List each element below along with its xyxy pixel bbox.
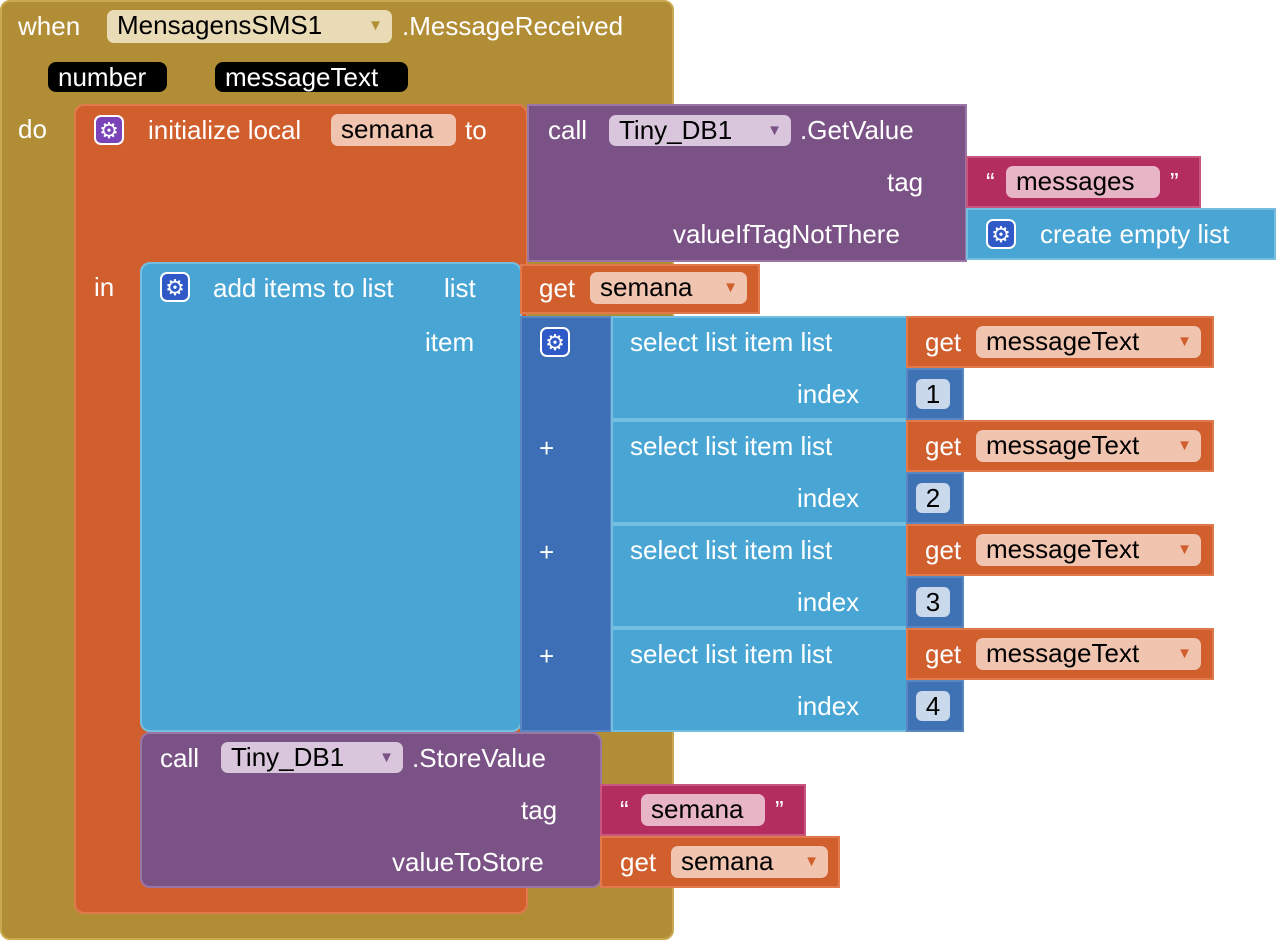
select-list-item-block[interactable]: [611, 628, 909, 732]
add-items-label: add items to list: [213, 273, 394, 303]
index-value[interactable]: 1: [916, 379, 950, 409]
dropdown-arrow-icon: ▼: [1177, 437, 1192, 454]
index-value[interactable]: 4: [916, 691, 950, 721]
get-var-name: semana: [681, 846, 774, 876]
index-value[interactable]: 2: [916, 483, 950, 513]
component-name: MensagensSMS1: [117, 10, 323, 40]
get-var-name: messageText: [986, 638, 1140, 668]
get-label: get: [925, 535, 962, 565]
getvalue-call-label: call: [548, 115, 588, 145]
select-list-item-label: select list item list: [630, 535, 833, 565]
getvalue-default-label: valueIfTagNotThere: [673, 219, 900, 249]
gear-icon[interactable]: ⚙: [986, 219, 1016, 249]
get-label: get: [925, 431, 962, 461]
component-dropdown[interactable]: MensagensSMS1 ▼: [107, 10, 392, 43]
get-var-dropdown[interactable]: messageText ▼: [976, 430, 1201, 462]
param-number[interactable]: number: [48, 62, 167, 92]
param-messagetext[interactable]: messageText: [215, 62, 408, 92]
dropdown-arrow-icon: ▼: [368, 17, 383, 34]
getvalue-method: .GetValue: [800, 115, 914, 145]
add-items-list-label: list: [444, 273, 476, 303]
get-var-dropdown[interactable]: messageText ▼: [976, 638, 1201, 670]
gear-icon[interactable]: ⚙: [160, 272, 190, 302]
get-var-dropdown[interactable]: messageText ▼: [976, 326, 1201, 358]
text-value-semana-text: semana: [651, 794, 744, 824]
dropdown-arrow-icon: ▼: [1177, 541, 1192, 558]
select-list-item-label: select list item list: [630, 327, 833, 357]
select-list-item-label: select list item list: [630, 639, 833, 669]
add-items-item-label: item: [425, 327, 475, 357]
storevalue-method: .StoreValue: [412, 743, 546, 773]
dropdown-arrow-icon: ▼: [804, 853, 819, 870]
index-value[interactable]: 3: [916, 587, 950, 617]
text-value-messages-text: messages: [1016, 166, 1135, 196]
dropdown-arrow-icon: ▼: [723, 279, 738, 296]
plus-label: +: [539, 537, 555, 567]
gear-icon[interactable]: ⚙: [540, 327, 570, 357]
storevalue-value-label: valueToStore: [392, 847, 544, 877]
dropdown-arrow-icon: ▼: [1177, 333, 1192, 350]
do-label: do: [18, 114, 47, 144]
get-var-dropdown[interactable]: semana ▼: [671, 846, 828, 878]
local-var-name[interactable]: semana: [331, 114, 456, 146]
dropdown-arrow-icon: ▼: [1177, 645, 1192, 662]
create-empty-list-block[interactable]: [966, 208, 1276, 260]
get-var-name: messageText: [986, 534, 1140, 564]
initialize-local-label: initialize local: [148, 115, 302, 145]
gear-icon[interactable]: ⚙: [94, 115, 124, 145]
add-items-to-list-block[interactable]: [140, 262, 522, 732]
open-quote: “: [986, 167, 995, 197]
get-label: get: [620, 847, 657, 877]
text-value-messages[interactable]: messages: [1006, 166, 1160, 198]
make-a-list-block[interactable]: [520, 316, 612, 732]
getvalue-tag-label: tag: [887, 167, 924, 197]
index-label: index: [797, 379, 860, 409]
local-var-text: semana: [341, 114, 434, 144]
close-quote: ”: [775, 795, 784, 825]
storevalue-component-dropdown[interactable]: Tiny_DB1 ▼: [221, 742, 403, 773]
index-label: index: [797, 587, 860, 617]
get-var-name: semana: [600, 272, 693, 302]
plus-label: +: [539, 433, 555, 463]
select-list-item-label: select list item list: [630, 431, 833, 461]
storevalue-call-label: call: [160, 743, 200, 773]
plus-label: +: [539, 641, 555, 671]
get-label: get: [925, 639, 962, 669]
get-var-name: messageText: [986, 326, 1140, 356]
close-quote: ”: [1170, 167, 1179, 197]
dropdown-arrow-icon: ▼: [379, 749, 394, 766]
index-label: index: [797, 483, 860, 513]
getvalue-component-name: Tiny_DB1: [619, 115, 733, 145]
create-empty-list-label: create empty list: [1040, 219, 1230, 249]
get-var-dropdown[interactable]: semana ▼: [590, 272, 747, 304]
event-name: .MessageReceived: [402, 11, 624, 41]
dropdown-arrow-icon: ▼: [767, 122, 782, 139]
when-label: when: [18, 11, 81, 41]
storevalue-tag-label: tag: [521, 795, 558, 825]
select-list-item-block[interactable]: [611, 524, 909, 628]
in-label: in: [94, 272, 115, 302]
get-var-name: messageText: [986, 430, 1140, 460]
text-value-semana[interactable]: semana: [641, 794, 765, 826]
get-label: get: [925, 327, 962, 357]
storevalue-component-name: Tiny_DB1: [231, 742, 345, 772]
get-label: get: [539, 273, 576, 303]
to-label: to: [465, 115, 487, 145]
index-label: index: [797, 691, 860, 721]
select-list-item-block[interactable]: [611, 316, 909, 420]
get-var-dropdown[interactable]: messageText ▼: [976, 534, 1201, 566]
getvalue-component-dropdown[interactable]: Tiny_DB1 ▼: [609, 115, 791, 146]
open-quote: “: [620, 795, 629, 825]
